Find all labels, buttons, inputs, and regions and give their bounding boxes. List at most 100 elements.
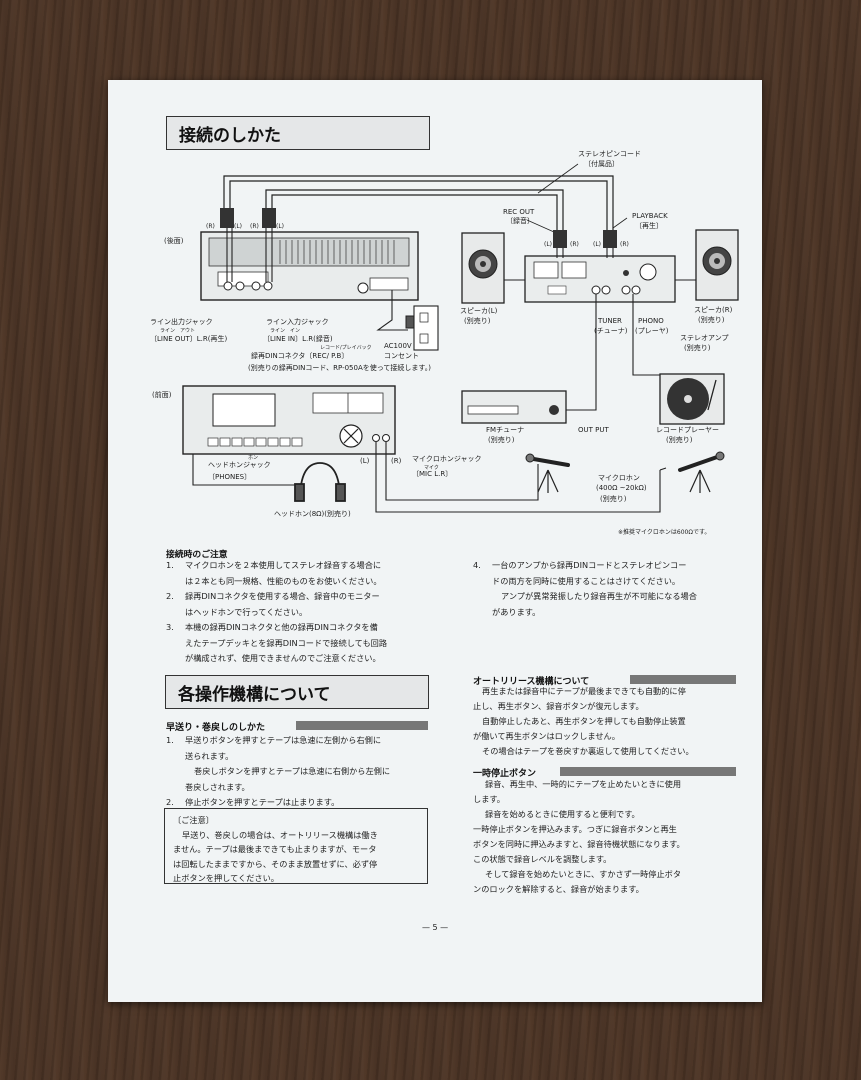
page-number: — 5 — <box>422 923 449 932</box>
recommended-mic-note: ※推奨マイクロホンは600Ωです。 <box>618 529 711 536</box>
fm-tuner-icon <box>461 390 567 424</box>
stereo-amp-sold-label: (別売り) <box>684 344 711 352</box>
line-in-jack-label: ライン入力ジャック <box>266 318 329 326</box>
cautions-title: 接続時のご注意 <box>166 550 228 560</box>
phones-label: 〔PHONES〕 <box>208 473 252 481</box>
line-in-ruby: ライン イン <box>270 328 301 334</box>
front-mic-l-label: (L) <box>360 457 370 465</box>
rear-r2-label: (R) <box>250 223 259 230</box>
pause-line: ボタンを同時に押込みますと、録音待機状態になります。 <box>473 839 685 849</box>
caution-num: 4. <box>473 560 481 570</box>
ff-rew-line: 送られます。 <box>185 750 234 761</box>
microphone-label: マイクロホン <box>598 474 640 482</box>
speaker-r-label: スピーカ(R) <box>694 306 733 314</box>
record-player-label: レコードプレーヤー <box>656 426 719 434</box>
auto-release-text: 再生または録音中にテープが最後まできても自動的に停 止し、再生ボタン、録音ボタン… <box>473 684 694 759</box>
caution-text: が構成されず、使用できませんのでご注意ください。 <box>185 653 381 663</box>
amp-l1-label: (L) <box>544 241 553 248</box>
rear-l2-label: (L) <box>276 223 285 230</box>
auto-release-title: オートリリース機構について <box>473 677 590 687</box>
amp-l2-label: (L) <box>593 241 602 248</box>
mic-label: 〔MIC L.R〕 <box>412 470 453 478</box>
ff-rew-note-box: 〔ご注意〕 早送り、巻戻しの場合は、オートリリース機構は働き ません。テープは最… <box>164 808 428 884</box>
record-player-icon <box>659 373 725 425</box>
headphone-jack-label: ヘッドホンジャック <box>208 461 271 469</box>
phono-jp-label: (プレーヤ) <box>635 327 669 335</box>
ff-rew-num: 2. <box>166 797 174 807</box>
fm-tuner-label: FMチューナ <box>486 426 525 434</box>
rear-l1-label: (L) <box>234 223 243 230</box>
caution-text: アンプが異常発振したり録音再生が不可能になる場合 <box>501 591 697 601</box>
amp-r2-label: (R) <box>620 241 629 248</box>
line-out-ruby: ライン アウト <box>160 328 196 334</box>
caution-text: ドの両方を同時に使用することはさけてください。 <box>492 575 681 586</box>
line-out-jack-label: ライン出力ジャック <box>150 318 213 326</box>
ff-rew-title-bar <box>296 721 428 730</box>
phones-ruby: ホン <box>248 455 259 461</box>
pause-text: 録音、再生中、一時的にテープを止めたいときに使用 します。 録音を始めるときに使… <box>473 777 685 897</box>
headphone-label: ヘッドホン(8Ω)(別売り) <box>274 510 351 518</box>
mic-ruby: マイク <box>424 465 439 471</box>
connect-title-text: 接続のしかた <box>179 125 281 146</box>
speaker-l-label: スピーカ(L) <box>460 307 498 315</box>
mic-spec-label: (400Ω ~20kΩ) <box>596 484 647 492</box>
ff-rew-line: 巻戻しされます。 <box>185 781 250 792</box>
caution-text: があります。 <box>492 606 541 617</box>
rear-label: (後面) <box>164 237 184 245</box>
cautions-left-list: 1.マイクロホンを２本使用してステレオ録音する場合に は２本とも同一規格、性能の… <box>166 558 387 667</box>
stereo-amp-label: ステレオアンプ <box>680 334 729 342</box>
caution-text: 本機の録再DINコネクタと他の録再DINコネクタを備 <box>185 622 378 632</box>
pause-title-bar <box>560 767 736 776</box>
din-note-label: (別売りの録再DINコード、RP-050Aを使って接続します。) <box>248 364 431 372</box>
note-line: ません。テープは最後まできても止まりますが、モータ <box>173 844 377 854</box>
speaker-left-icon <box>461 232 505 304</box>
microphone-left-icon <box>525 453 570 493</box>
fm-tuner-sold-label: (別売り) <box>488 436 515 444</box>
deck-front-icon <box>182 385 396 455</box>
tuner-label: TUNER <box>598 317 622 325</box>
line-out-label: 〔LINE OUT〕L.R(再生) <box>150 335 228 343</box>
auto-release-line: 自動停止したあと、再生ボタンを押しても自動停止装置 <box>482 716 686 726</box>
mic-sold-label: (別売り) <box>600 495 627 503</box>
phono-label: PHONO <box>638 317 664 325</box>
speaker-right-icon <box>695 229 739 301</box>
headphones-icon <box>192 454 346 502</box>
caution-text: 一台のアンプから録再DINコードとステレオピンコー <box>492 560 687 570</box>
mic-jack-label: マイクロホンジャック <box>412 455 482 463</box>
speaker-r-sold-label: (別売り) <box>698 316 725 324</box>
stereo-pin-cord-label: ステレオピンコード <box>578 150 641 158</box>
din-label: 録再DINコネクタ〔REC/ P.B〕 <box>251 352 349 360</box>
ac100v-label: AC100V <box>384 342 412 350</box>
front-mic-r-label: (R) <box>391 457 402 465</box>
pause-line: ンのロックを解除すると、録音が始まります。 <box>473 884 644 894</box>
microphone-right-icon <box>678 451 725 493</box>
stereo-amp-icon <box>524 255 676 303</box>
connect-section-title: 接続のしかた <box>166 116 430 150</box>
ff-rew-line: 巻戻しボタンを押すとテープは急速に右側から左側に <box>194 766 391 776</box>
rec-out-jp-label: 〔録音〕 <box>506 217 534 225</box>
caution-text: はヘッドホンで行ってください。 <box>185 606 308 617</box>
caution-num: 1. <box>166 560 174 570</box>
din-ruby: レコード/プレイバック <box>320 345 372 351</box>
ff-rew-num: 1. <box>166 735 174 745</box>
auto-release-line: その場合はテープを巻戻すか裏返して使用してください。 <box>482 746 694 756</box>
caution-text: えたテープデッキとを録再DINコードで接続しても回路 <box>185 637 388 648</box>
note-title: 〔ご注意〕 <box>173 815 214 825</box>
pause-title: 一時停止ボタン <box>473 769 537 779</box>
outlet-label: コンセント <box>384 352 419 360</box>
front-label: (前面) <box>152 391 172 399</box>
caution-text: マイクロホンを２本使用してステレオ録音する場合に <box>185 560 382 570</box>
speaker-l-sold-label: (別売り) <box>464 317 491 325</box>
rec-out-label: REC OUT <box>503 208 535 216</box>
caution-num: 2. <box>166 591 174 601</box>
note-line: 早送り、巻戻しの場合は、オートリリース機構は働き <box>182 829 378 840</box>
ff-rew-text: 1.早送りボタンを押すとテープは急速に左側から右側に 送られます。 巻戻しボタン… <box>166 733 390 811</box>
pause-line: そして録音を始めたいときに、すかさず一時停止ボタ <box>485 869 682 879</box>
pause-line: します。 <box>473 794 505 804</box>
output-label: OUT PUT <box>578 426 609 434</box>
note-line: は回転したままですから、そのまま放置せずに、必ず停 <box>173 858 378 869</box>
ff-rew-line: 停止ボタンを押すとテープは止まります。 <box>185 797 340 807</box>
playback-label: PLAYBACK <box>632 212 668 220</box>
caution-num: 3. <box>166 622 174 632</box>
auto-release-line: 止し、再生ボタン、録音ボタンが復元します。 <box>473 701 644 711</box>
